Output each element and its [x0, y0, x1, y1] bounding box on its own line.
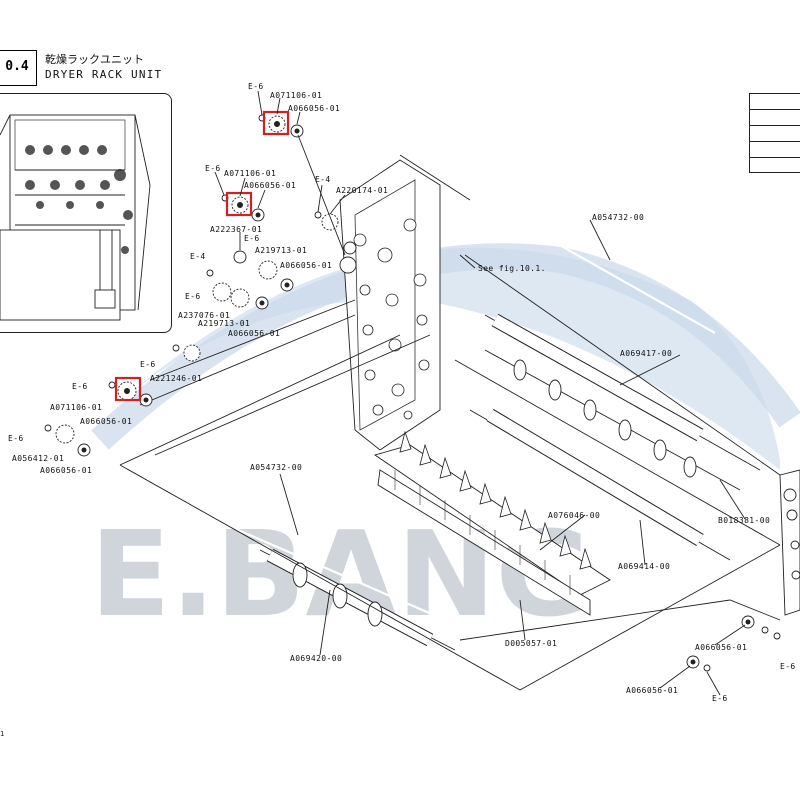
part-label: A222367-01 [210, 225, 262, 234]
part-label: A071106-01 [224, 169, 276, 178]
part-label: A056412-01 [12, 454, 64, 463]
part-label: E-6 [248, 82, 264, 91]
part-label: E-6 [780, 662, 796, 671]
part-label: A237076-01 [178, 311, 230, 320]
part-label: A219713-01 [255, 246, 307, 255]
part-label: A069417-00 [620, 349, 672, 358]
right-frame-bracket [779, 469, 800, 616]
title-japanese: 乾燥ラックユニット [45, 53, 144, 66]
footer-text: 1 [0, 730, 5, 738]
part-label: E-6 [185, 292, 201, 301]
part-label: E-6 [205, 164, 221, 173]
highlight-box [225, 191, 253, 217]
part-label: A071106-01 [50, 403, 102, 412]
part-label: A066056-01 [40, 466, 92, 475]
part-label: A069414-00 [618, 562, 670, 571]
see-figure-reference: See fig.10.1. [478, 264, 546, 273]
highlight-box [262, 110, 290, 136]
table-row [750, 125, 800, 126]
gear-parts [44, 114, 781, 672]
part-label: E-6 [244, 234, 260, 243]
highlight-box [114, 376, 142, 402]
figure-number: 0.4 [5, 59, 29, 74]
leader-lines [214, 90, 746, 696]
part-label: E-6 [72, 382, 88, 391]
part-label: E-6 [712, 694, 728, 703]
part-label: E-6 [140, 360, 156, 369]
part-label: E-6 [8, 434, 24, 443]
part-label: A054732-00 [592, 213, 644, 222]
shafts [139, 199, 761, 651]
overview-machine-sketch [0, 114, 151, 321]
assembly-outline [119, 154, 781, 691]
part-label: A219713-01 [198, 319, 250, 328]
table-row [750, 141, 800, 142]
part-label: A069420-00 [290, 654, 342, 663]
part-label: E-4 [315, 175, 331, 184]
part-label: A076046-00 [548, 511, 600, 520]
part-label: A221246-01 [150, 374, 202, 383]
part-label: A066056-01 [280, 261, 332, 270]
part-label: A066056-01 [695, 643, 747, 652]
part-labels: E-6 A071106-01 A066056-01 E-6 A071106-01… [8, 82, 796, 703]
part-label: D005057-01 [505, 639, 557, 648]
part-label: A066056-01 [626, 686, 678, 695]
part-label: A054732-00 [250, 463, 302, 472]
part-label: A066056-01 [80, 417, 132, 426]
title-english: DRYER RACK UNIT [45, 68, 163, 81]
guide-comb-plate [373, 430, 611, 616]
parts-table [749, 93, 800, 173]
part-label: A220174-01 [336, 186, 388, 195]
table-row [750, 109, 800, 110]
part-label: A066056-01 [288, 104, 340, 113]
side-frame-plate [339, 159, 441, 451]
part-label: A071106-01 [270, 91, 322, 100]
part-label: B018381-00 [718, 516, 770, 525]
highlight-boxes [114, 110, 290, 402]
part-label: A066056-01 [244, 181, 296, 190]
part-label: E-4 [190, 252, 206, 261]
part-label: A066056-01 [228, 329, 280, 338]
figure-number-box [0, 50, 37, 86]
overview-inset-frame [0, 93, 172, 333]
table-row [750, 157, 800, 158]
background-arc-band [91, 243, 800, 450]
